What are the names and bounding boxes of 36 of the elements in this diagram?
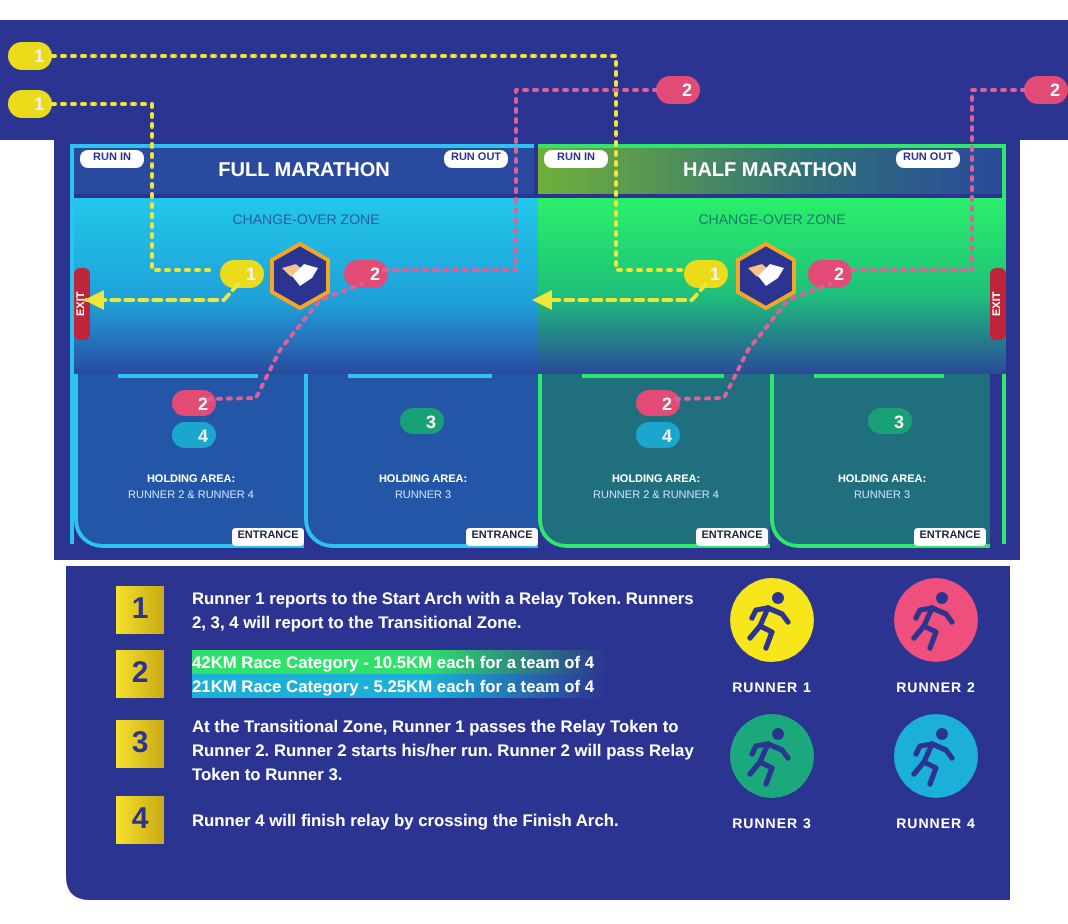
runner-badge: 2 [1024,76,1068,104]
change-over-zone [74,198,538,374]
holding-area [770,374,990,548]
runner-badge: 1 [684,260,728,288]
runner-badge: 3 [868,408,912,434]
runner-badge: 2 [636,390,680,416]
dotted-path [850,88,1026,272]
runner-badge: 1 [8,42,52,70]
dotted-path [674,282,832,401]
step-number: 1 [116,586,164,634]
step-number: 2 [116,650,164,698]
dotted-path [206,282,364,401]
change-over-zone [538,198,1006,374]
runner-badge: 1 [8,90,52,118]
runner-badge: 4 [172,422,216,448]
runner-badge: 2 [656,76,700,104]
runner-badge: 2 [808,260,852,288]
course-panel [70,144,534,544]
dotted-path [50,54,686,272]
dashed-arrow [532,282,708,310]
runner-badge: 1 [220,260,264,288]
step-number: 3 [116,720,164,768]
step-text: Runner 4 will finish relay by crossing the Finish Arch. [192,808,621,832]
dashed-arrow [84,282,240,310]
step-text: At the Transitional Zone, Runner 1 passes the Relay Token to Runner 2. Runner 2 starts his/her run. Runner 2 will pass Relay Token to Runner 3. [192,714,696,786]
holding-area [74,374,304,548]
runner-badge: 2 [172,390,216,416]
dotted-path [382,88,658,272]
runner-badge: 3 [400,408,444,434]
runner-badge: 4 [636,422,680,448]
holding-area [538,374,770,548]
course-panel [538,144,1006,544]
step-text: Runner 1 reports to the Start Arch with a Relay Token. Runners 2, 3, 4 will report to the Transitional Zone. [192,586,696,634]
step-number: 4 [116,796,164,844]
holding-area [304,374,538,548]
runner-badge: 2 [344,260,388,288]
